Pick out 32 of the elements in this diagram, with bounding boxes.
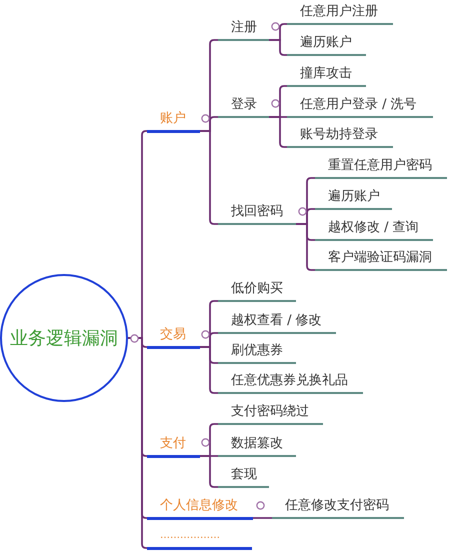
subtopic: 登录 <box>218 94 269 118</box>
central-topic-circle: 业务逻辑漏洞 <box>0 274 128 402</box>
subtopic: 遍历账户 <box>315 186 392 210</box>
subtopic: 越权修改 / 查询 <box>315 217 433 242</box>
connector-line <box>269 116 287 148</box>
subtopic: 重置任意用户密码 <box>315 155 447 180</box>
subtopic: 低价购买 <box>218 278 296 302</box>
subtopic: 账号劫持登录 <box>287 124 393 148</box>
subtopic: 注册 <box>218 17 269 42</box>
connector-line <box>296 223 315 271</box>
main-topic: 个人信息修改 <box>147 496 253 520</box>
subtopic: 找回密码 <box>218 201 296 226</box>
subtopic: 任意用户登录 / 洗号 <box>287 94 433 118</box>
subtopic: 支付密码绕过 <box>218 401 323 426</box>
subtopic: 越权查看 / 修改 <box>218 310 336 334</box>
main-topic: 账户 <box>147 108 200 133</box>
subtopic: 客户端验证码漏洞 <box>315 247 447 272</box>
subtopic: 遍历账户 <box>287 32 366 56</box>
connector-line <box>269 39 287 56</box>
connector-line <box>200 130 218 225</box>
connector-line <box>200 455 218 488</box>
main-topic: 交易 <box>147 324 200 349</box>
subtopic: 撞库攻击 <box>287 63 366 88</box>
subtopic: 任意优惠券兑换礼品 <box>218 370 363 394</box>
subtopic: 刷优惠券 <box>218 340 296 364</box>
connector-line <box>253 517 272 519</box>
subtopic: 任意修改支付密码 <box>272 495 404 520</box>
subtopic: 数据篡改 <box>218 433 296 458</box>
main-topic: ……………… <box>147 526 252 550</box>
subtopic: 任意用户注册 <box>287 1 393 26</box>
subtopic: 套现 <box>218 464 269 488</box>
main-topic: 支付 <box>147 434 200 458</box>
